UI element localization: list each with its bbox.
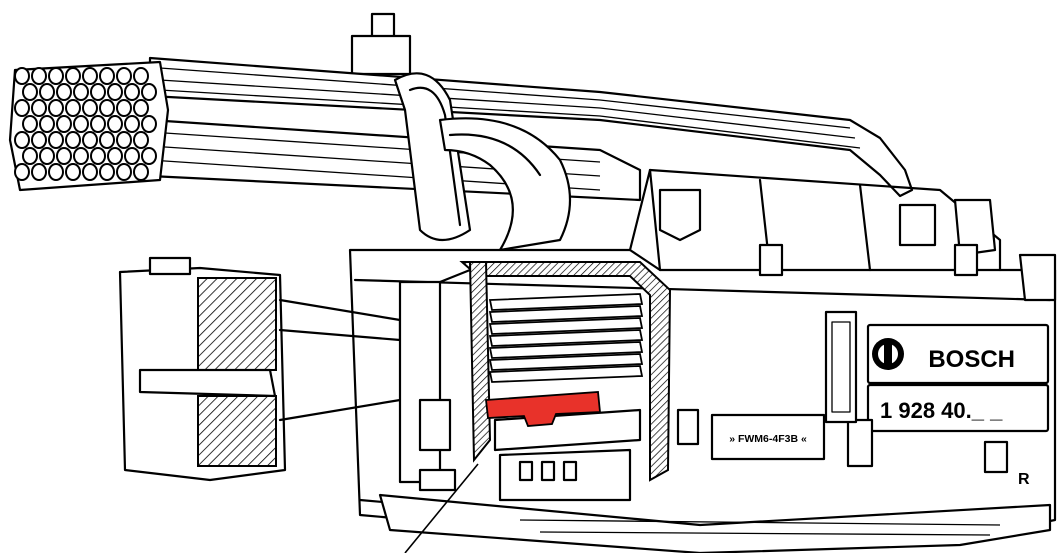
wire-end (107, 83, 123, 101)
wire-end (124, 115, 140, 133)
wire-end (31, 99, 47, 117)
wire-end (22, 115, 38, 133)
wire-end (90, 115, 106, 133)
wire-end (124, 147, 140, 165)
wire-end (65, 99, 81, 117)
wire-end (56, 115, 72, 133)
wire-end (116, 67, 132, 85)
part-code-plate: » FWM6-4F3B « (710, 413, 826, 461)
contact-layer (488, 341, 644, 359)
wire-end (14, 131, 30, 149)
wire-end (31, 67, 47, 85)
wire-end (99, 131, 115, 149)
section-cutaway (398, 261, 672, 502)
top-latch-post (338, 12, 422, 98)
part-code-label: » FWM6-4F3B « (729, 433, 807, 445)
wire-end (65, 163, 81, 181)
wire-end (14, 163, 30, 181)
wire-end (14, 99, 30, 117)
wire-end (73, 147, 89, 165)
wire-bundle (8, 60, 170, 192)
wire-end (99, 67, 115, 85)
wire-end (107, 115, 123, 133)
wire-end (133, 67, 149, 85)
wire-end (56, 83, 72, 101)
wire-end (82, 163, 98, 181)
wire-end (48, 131, 64, 149)
contact-layer (488, 329, 644, 347)
contact-layer (488, 305, 644, 323)
contact-layer (488, 365, 644, 383)
wire-end (73, 115, 89, 133)
wire-end (133, 131, 149, 149)
rev-mark: R (1018, 471, 1030, 488)
wire-end (48, 67, 64, 85)
wire-end (141, 147, 157, 165)
part-number-plate: 1 928 40._ _ (866, 383, 1050, 433)
wire-end (48, 99, 64, 117)
wire-end (133, 163, 149, 181)
left-latch (118, 256, 402, 482)
strain-relief-clamp (393, 72, 572, 252)
wire-end (99, 163, 115, 181)
wire-end (124, 83, 140, 101)
wire-end (56, 147, 72, 165)
wire-end (31, 163, 47, 181)
wire-end (90, 83, 106, 101)
wire-end (48, 163, 64, 181)
wire-end (39, 147, 55, 165)
part-number-label: 1 928 40._ _ (880, 398, 1003, 423)
contact-layer (488, 317, 644, 335)
wire-end (82, 67, 98, 85)
wire-end (22, 83, 38, 101)
wire-end (39, 83, 55, 101)
wire-end (82, 99, 98, 117)
wire-end (107, 147, 123, 165)
wire-end (99, 99, 115, 117)
wire-end (82, 131, 98, 149)
wire-end (116, 131, 132, 149)
wire-end (141, 115, 157, 133)
leader-line (404, 463, 479, 553)
wire-end (65, 131, 81, 149)
wire-end (133, 99, 149, 117)
contact-layer (488, 353, 644, 371)
bottom-base (378, 493, 1052, 553)
wire-end (116, 99, 132, 117)
wire-end (90, 147, 106, 165)
wire-end (73, 83, 89, 101)
wire-end (65, 67, 81, 85)
wire-end (22, 147, 38, 165)
brand-plate: BOSCH (866, 323, 1050, 385)
wire-end (141, 83, 157, 101)
contact-layer (488, 293, 644, 311)
wire-end (39, 115, 55, 133)
brand-label: BOSCH (928, 346, 1015, 373)
secondary-lock-highlight (485, 391, 601, 427)
housing-details: R (676, 310, 1030, 488)
wire-end (31, 131, 47, 149)
wire-end (116, 163, 132, 181)
wire-end (14, 67, 30, 85)
